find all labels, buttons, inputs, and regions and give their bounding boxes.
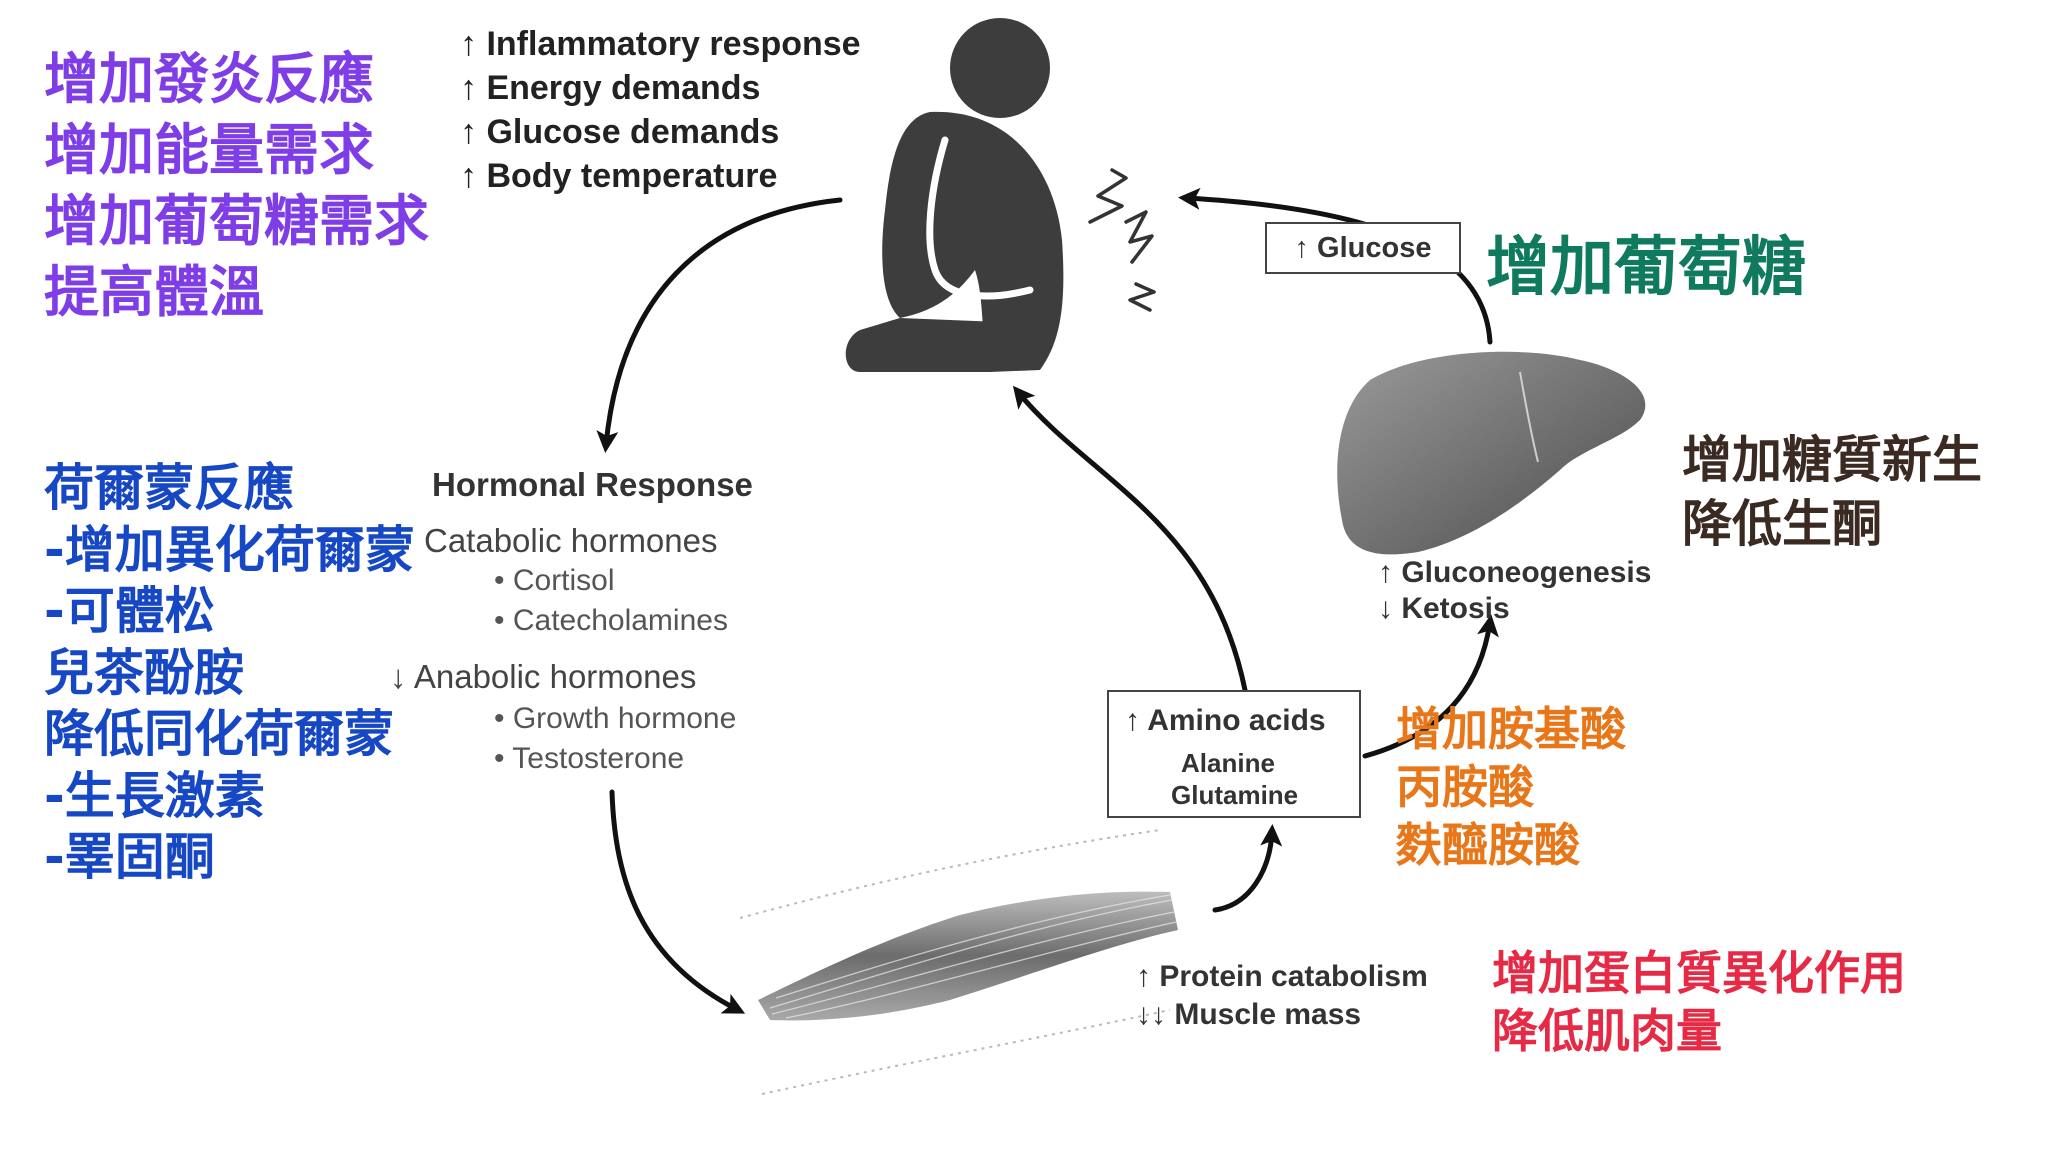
pain-lightning-icon — [1088, 168, 1156, 312]
blue-line-4: 兒茶酚胺 — [44, 643, 244, 702]
protein-catabolism-label: ↑ Protein catabolism — [1136, 960, 1428, 993]
purple-line-2: 增加能量需求 — [44, 118, 375, 182]
amino-acids-title: ↑ Amino acids — [1125, 704, 1326, 737]
arrow-hormones-to-muscle — [609, 789, 746, 1014]
testosterone-item: • Testosterone — [494, 742, 685, 775]
stress-effects-list: ↑ Inflammatory response ↑ Energy demands… — [460, 22, 861, 198]
person-arm-highlight — [926, 136, 1034, 300]
blue-line-1: 荷爾蒙反應 — [44, 459, 294, 517]
liver-icon — [1337, 351, 1646, 555]
glucose-zh-label: 增加葡萄糖 — [1486, 231, 1806, 305]
alanine-label: Alanine — [1181, 748, 1275, 778]
muscle-icon — [739, 829, 1178, 1095]
blue-line-5: 降低同化荷爾蒙 — [44, 705, 394, 763]
amino-zh-line-3: 麩醯胺酸 — [1396, 818, 1580, 872]
liver-zh-line-1: 增加糖質新生 — [1682, 431, 1982, 489]
muscle-zh-line-1: 增加蛋白質異化作用 — [1492, 946, 1906, 1000]
ketosis-label: ↓ Ketosis — [1378, 592, 1510, 625]
amino-acids-box: ↑ Amino acids Alanine Glutamine — [1107, 690, 1361, 818]
blue-line-3: -可體松 — [44, 582, 215, 640]
anabolic-hormones-label: ↓ Anabolic hormones — [390, 658, 697, 695]
person-figure — [845, 18, 1064, 373]
arrow-amino-to-liver — [1362, 614, 1499, 759]
amino-zh-line-2: 丙胺酸 — [1396, 760, 1534, 814]
inflammatory-response-label: ↑ Inflammatory response — [460, 25, 861, 63]
catabolic-hormones-label: Catabolic hormones — [424, 522, 718, 559]
arrow-amino-to-person — [1012, 385, 1248, 693]
hormone-zh-block: 荷爾蒙反應 -增加異化荷爾蒙 -可體松 兒茶酚胺 降低同化荷爾蒙 -生長激素 -… — [44, 458, 415, 889]
body-temperature-label: ↑ Body temperature — [460, 157, 778, 195]
muscle-mass-label: ↓↓ Muscle mass — [1136, 998, 1362, 1031]
growth-hormone-item: • Growth hormone — [494, 702, 737, 735]
purple-line-4: 提高體溫 — [44, 260, 265, 324]
catecholamines-item: • Catecholamines — [494, 604, 728, 637]
energy-demands-label: ↑ Energy demands — [460, 69, 761, 107]
glutamine-label: Glutamine — [1171, 780, 1299, 810]
blue-line-6: -生長激素 — [44, 766, 265, 825]
glucose-demands-label: ↑ Glucose demands — [460, 113, 780, 151]
arrow-muscle-to-amino — [1212, 824, 1283, 913]
purple-line-1: 增加發炎反應 — [44, 47, 375, 111]
blue-line-7: -睪固酮 — [44, 828, 215, 886]
glucose-box: ↑ Glucose — [1265, 222, 1461, 274]
arrow-person-to-hormones — [596, 197, 843, 453]
cortisol-item: • Cortisol — [494, 564, 615, 597]
inflammation-zh-block: 增加發炎反應 增加能量需求 增加葡萄糖需求 提高體溫 — [44, 44, 429, 328]
amino-zh-block: 增加胺基酸 丙胺酸 麩醯胺酸 — [1396, 700, 1626, 874]
amino-zh-line-1: 增加胺基酸 — [1396, 702, 1626, 756]
purple-line-3: 增加葡萄糖需求 — [44, 189, 430, 253]
hormonal-response-title: Hormonal Response — [432, 466, 753, 503]
liver-zh-block: 增加糖質新生 降低生酮 — [1682, 428, 1982, 556]
gluconeogenesis-label: ↑ Gluconeogenesis — [1378, 556, 1652, 589]
muscle-zh-line-2: 降低肌肉量 — [1492, 1004, 1722, 1058]
liver-zh-line-2: 降低生酮 — [1682, 495, 1882, 553]
muscle-zh-block: 增加蛋白質異化作用 降低肌肉量 — [1492, 944, 1906, 1060]
blue-line-2: -增加異化荷爾蒙 — [44, 520, 415, 579]
